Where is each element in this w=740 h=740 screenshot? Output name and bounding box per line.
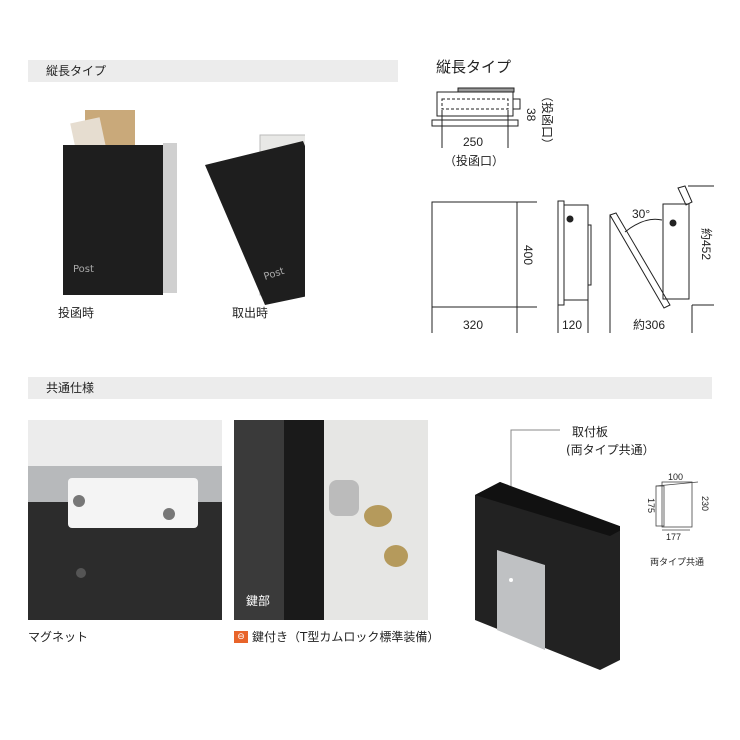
key-icon: ⊖ <box>234 630 248 643</box>
plate-dim-top: 100 <box>668 472 683 482</box>
key-overlay-label: 鍵部 <box>246 594 271 608</box>
dim-open-height: 約452 <box>699 228 714 260</box>
dim-slot: 38 <box>524 108 538 122</box>
dim-front-height: 400 <box>521 245 535 265</box>
dim-angle: 30° <box>632 207 650 221</box>
drawing-title: 縦長タイプ <box>436 58 512 76</box>
plate-caption: 両タイプ共通 <box>650 558 705 568</box>
mount-label-2: (両タイプ共通） <box>566 443 655 457</box>
key-photo: 鍵部 <box>234 420 428 620</box>
dim-top-note: （投函口） <box>444 153 504 168</box>
dim-top-width: 250 <box>463 135 483 149</box>
plate-dim-bottom: 177 <box>666 532 681 542</box>
front-view <box>431 201 537 333</box>
section-header-common-spec: 共通仕様 <box>28 377 712 399</box>
dimension-drawings: 250 （投函口） 38 （投函口） 400 320 120 30° <box>431 87 714 333</box>
mount-label-1: 取付板 <box>572 425 609 439</box>
plate-dim-right: 230 <box>700 496 710 511</box>
mounting-plate-photo <box>475 429 620 670</box>
dim-open-depth: 約306 <box>633 317 665 332</box>
key-feature: ⊖ 鍵付き（T型カムロック標準装備） <box>234 628 439 645</box>
label-insert: 投函時 <box>58 306 95 320</box>
plate-dim-left: 175 <box>646 498 656 513</box>
top-view <box>431 87 521 148</box>
dim-side-depth: 120 <box>562 318 582 332</box>
label-remove: 取出時 <box>232 306 269 320</box>
magnet-photo <box>28 420 222 620</box>
magnet-label: マグネット <box>28 630 89 644</box>
key-label: 鍵付き（T型カムロック標準装備） <box>252 630 440 644</box>
side-view <box>557 200 592 333</box>
dim-front-width: 320 <box>463 318 483 332</box>
post-logo: Post <box>73 264 94 275</box>
dim-slot-note: （投函口） <box>540 90 555 150</box>
mailbox-insert-photo: Post <box>63 110 177 295</box>
section-header-vertical-type: 縦長タイプ <box>28 60 398 82</box>
mailbox-remove-photo: Post <box>205 134 305 305</box>
mailbox-photos: Post Post <box>63 110 305 305</box>
plate-dimension-drawing: 100 175 230 177 <box>646 472 710 542</box>
open-view <box>609 185 714 333</box>
